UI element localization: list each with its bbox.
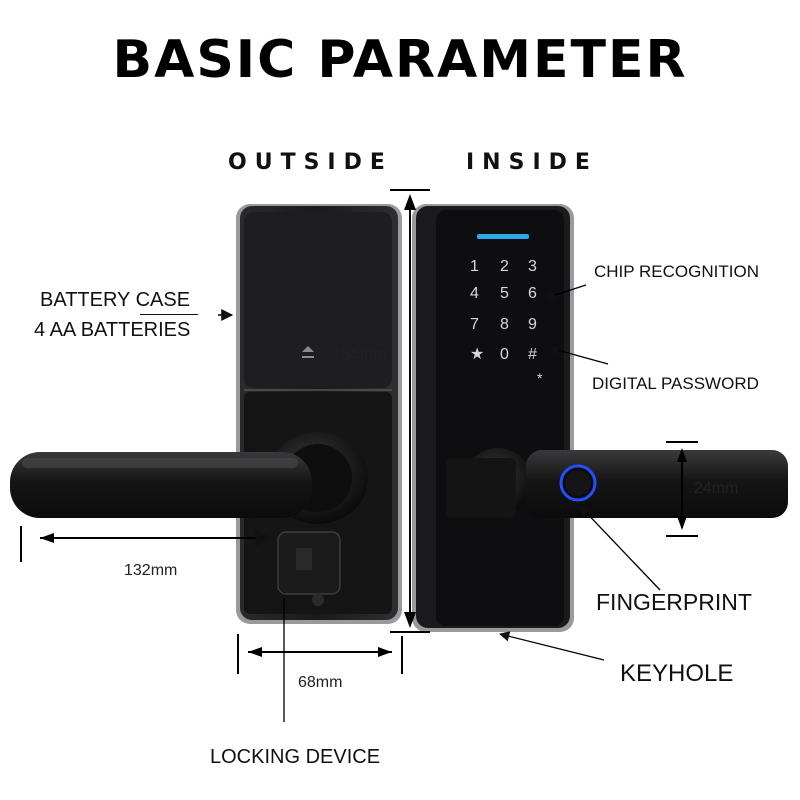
inside-handle [446,448,788,518]
keypad-key: 4 [470,285,479,302]
keypad-key: 0 [500,346,509,363]
chip-pointer [545,284,587,301]
dimension-handle-length-line [20,526,272,562]
fingerprint-pointer [579,505,661,591]
handle-height-dimension: 24mm [694,480,739,497]
page-title: BASIC PARAMETER [112,30,688,90]
keypad-key: 7 [470,316,479,333]
keyhole-label: KEYHOLE [620,660,734,687]
width-dimension: 68mm [298,674,343,691]
outside-handle [10,432,368,524]
password-pointer [548,345,609,365]
keypad-key: 3 [528,258,537,275]
locking-device-label: LOCKING DEVICE [210,746,381,768]
keypad-key: 6 [528,285,537,302]
batteries-label: 4 AA BATTERIES [34,319,191,341]
fingerprint-label: FINGERPRINT [596,589,752,615]
height-dimension: 185mm [333,346,387,363]
dimension-width-line [237,634,403,674]
keypad-key: 9 [528,316,537,333]
svg-text:*: * [537,370,543,386]
dimension-handle-height-line [666,441,698,537]
keypad-key: ★ [470,346,484,363]
handle-length-dimension: 132mm [124,562,178,579]
outside-lock-body [236,204,402,624]
keypad-key: 5 [500,285,509,302]
keypad: 1 2 3 4 5 6 7 8 9 ★ 0 # [470,258,537,363]
inside-label: INSIDE [466,150,598,175]
outside-label: OUTSIDE [228,150,393,175]
dimension-height-line [390,189,430,633]
battery-case-label: BATTERY CASE [40,289,191,311]
chip-recognition-label: CHIP RECOGNITION [594,262,759,281]
keyhole-pointer [498,631,605,661]
keypad-key: 1 [470,258,479,275]
digital-password-label: DIGITAL PASSWORD [592,374,759,393]
keypad-key: 8 [500,316,509,333]
keypad-key: 2 [500,258,509,275]
battery-case-underline [140,314,198,315]
inside-lock-body [412,204,574,632]
keypad-key: # [528,346,537,363]
